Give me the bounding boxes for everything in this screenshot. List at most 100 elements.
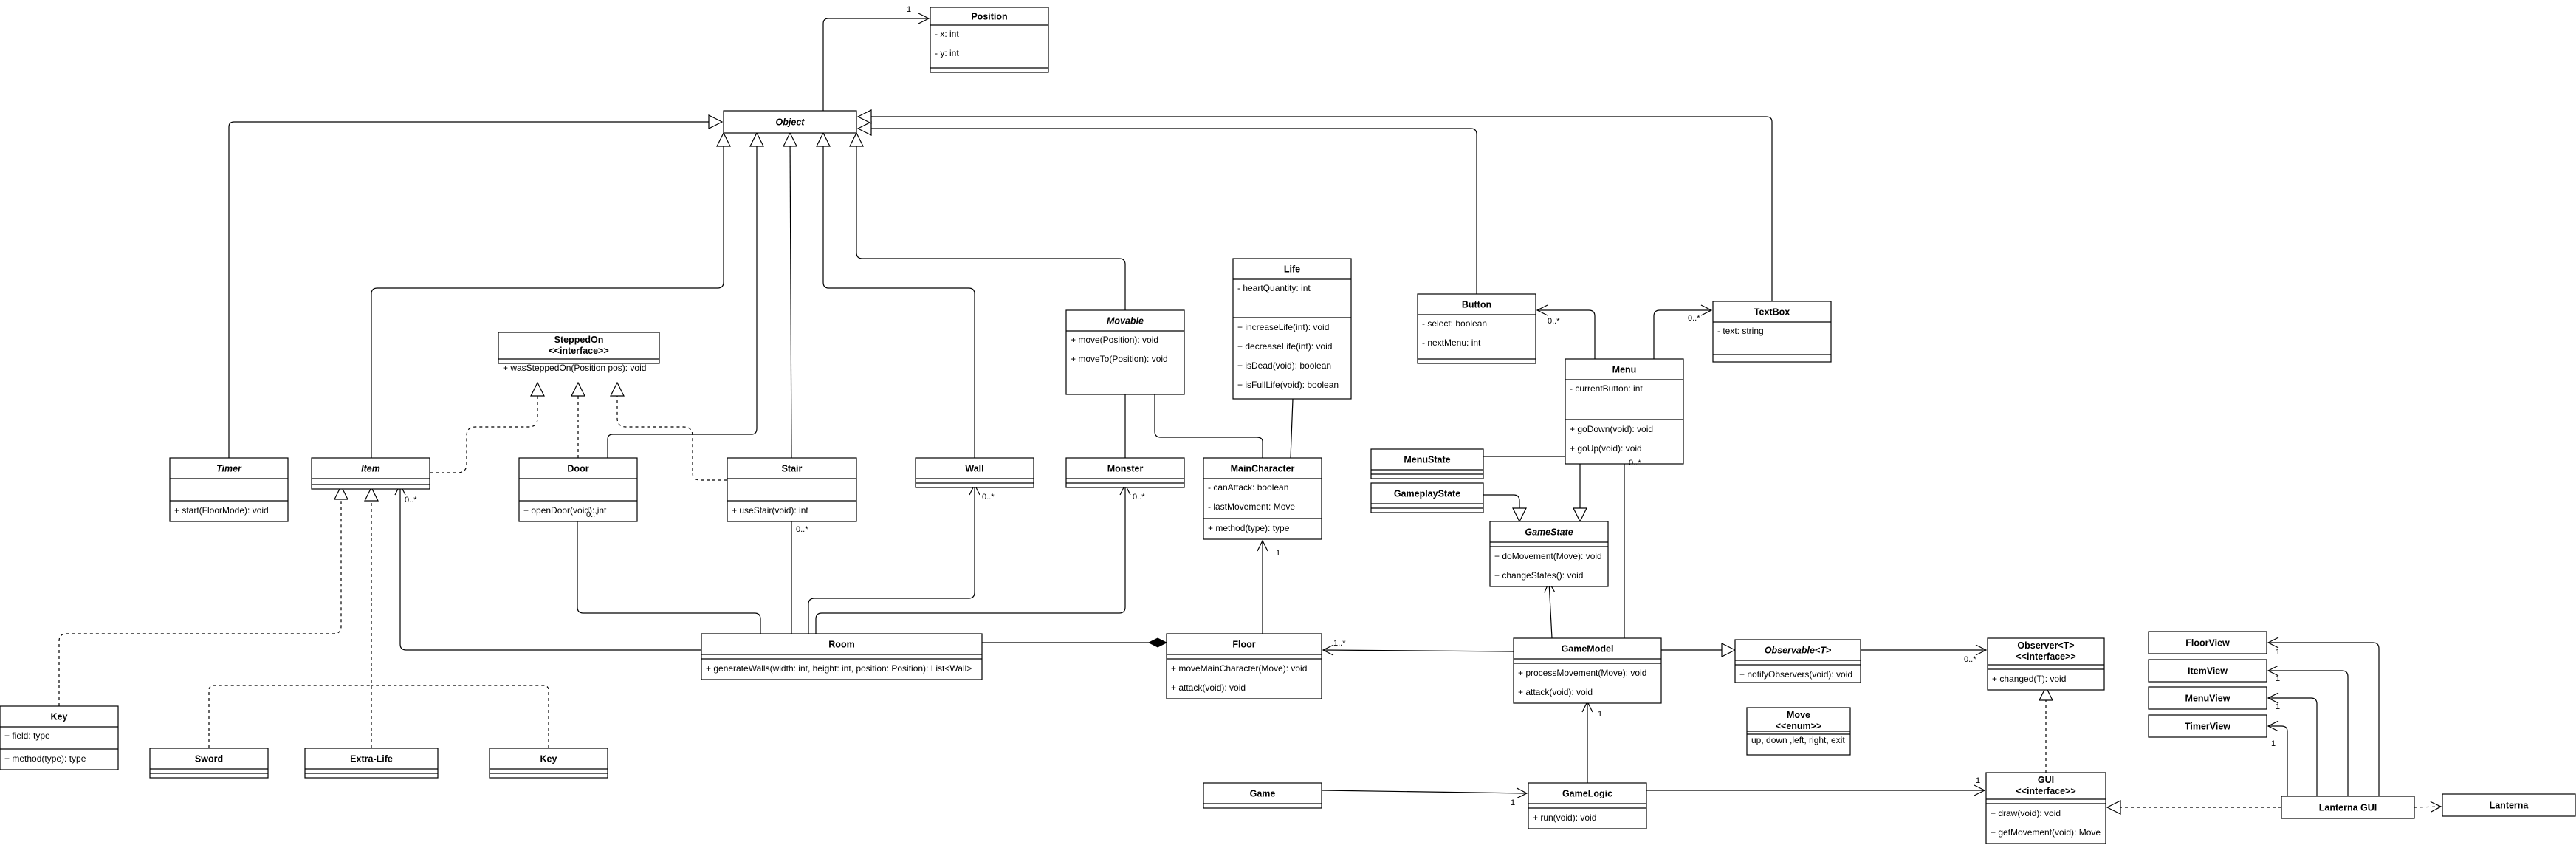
- steppedon-name: SteppedOn: [554, 335, 604, 345]
- class-gameplaystate: GameplayState: [1370, 482, 1484, 513]
- observable-method: + notifyObservers(void): void: [1739, 669, 1852, 680]
- class-object: Object: [723, 110, 857, 134]
- class-gui: GUI<<interface>>+ draw(void): void+ getM…: [1985, 772, 2106, 844]
- class-door: Door+ openDoor(void): int: [518, 457, 638, 522]
- life-method: + isFullLife(void): boolean: [1237, 380, 1339, 390]
- class-maincharacter: MainCharacter- canAttack: boolean- lastM…: [1203, 457, 1322, 540]
- life-method: + isDead(void): boolean: [1237, 360, 1331, 371]
- class-timer: Timer+ start(FloorMode): void: [169, 457, 289, 522]
- sword-implements-item-edge: [208, 685, 371, 748]
- gameplaystate-extends-gamestate-edge: [1483, 494, 1519, 521]
- gameplaystate-name: GameplayState: [1394, 489, 1460, 499]
- class-itemview: ItemView: [2148, 659, 2267, 682]
- multiplicity-label: 1: [1976, 776, 1980, 785]
- textbox-name: TextBox: [1754, 307, 1790, 318]
- itemview-name: ItemView: [2188, 666, 2228, 677]
- key2-implements-item-edge: [371, 685, 549, 748]
- class-stair: Stair+ useStair(void): int: [727, 457, 857, 522]
- floor-method: + attack(void): void: [1171, 682, 1246, 693]
- observer-stereotype: <<interface>>: [2016, 651, 2075, 662]
- gamestate-name: GameState: [1525, 527, 1573, 538]
- menuview-name: MenuView: [2185, 694, 2230, 704]
- stair-name: Stair: [782, 464, 803, 474]
- position-name: Position: [971, 12, 1007, 22]
- wall-name: Wall: [965, 464, 983, 474]
- position-attribute: - y: int: [935, 48, 959, 58]
- gui-name: GUI: [2038, 775, 2054, 785]
- observer-name: Observer<T>: [2017, 640, 2074, 651]
- movable-attribute: + move(Position): void: [1071, 335, 1158, 345]
- menu-method: + goUp(void): void: [1570, 443, 1642, 454]
- class-key2: Key: [489, 748, 608, 779]
- class-menuview: MenuView: [2148, 686, 2267, 710]
- class-observable: Observable<T>+ notifyObservers(void): vo…: [1734, 639, 1861, 683]
- multiplicity-label: 0..*: [405, 496, 417, 504]
- class-steppedon: SteppedOn<<interface>> + wasSteppedOn(Pos…: [498, 332, 660, 373]
- room-to-wall-edge: [808, 485, 975, 634]
- textbox-attribute: - text: string: [1717, 326, 1764, 336]
- class-room: Room+ generateWalls(width: int, height: …: [701, 633, 983, 680]
- steppedon-attribute: + wasSteppedOn(Position pos): void: [503, 363, 646, 373]
- object-name: Object: [776, 117, 806, 128]
- timer-name: Timer: [216, 464, 242, 474]
- movable-attribute: + moveTo(Position): void: [1071, 354, 1168, 364]
- room-to-door-edge: [577, 501, 761, 634]
- maincharacter-method: + method(type): type: [1208, 523, 1290, 533]
- stair-implements-steppedon-edge: [617, 383, 727, 481]
- move-attribute: up, down ,left, right, exit: [1751, 735, 1845, 745]
- menu-method: + goDown(void): void: [1570, 424, 1653, 434]
- life-name: Life: [1284, 264, 1300, 275]
- door-method: + openDoor(void): int: [523, 505, 607, 516]
- button-name: Button: [1462, 300, 1491, 310]
- gamemodel-name: GameModel: [1562, 644, 1614, 654]
- class-floor: Floor+ moveMainCharacter(Move): void+ at…: [1166, 633, 1322, 699]
- multiplicity-label: 1: [2276, 674, 2280, 683]
- key1-method: + method(type): type: [4, 753, 86, 764]
- maincharacter-implements-movable-edge: [1155, 374, 1263, 458]
- class-item: Item: [311, 457, 430, 490]
- multiplicity-label: 0..*: [1548, 317, 1560, 326]
- gui-stereotype: <<interface>>: [2016, 786, 2075, 796]
- relationship-lines: [58, 18, 2441, 807]
- menu-attribute: - currentButton: int: [1570, 383, 1643, 394]
- game-name: Game: [1250, 789, 1276, 799]
- key1-attribute: + field: type: [4, 731, 50, 741]
- sword-name: Sword: [195, 754, 223, 764]
- multiplicity-label: 1: [1598, 710, 1602, 719]
- multiplicity-label: 0..*: [796, 525, 808, 534]
- multiplicity-label: 0..*: [1629, 459, 1641, 468]
- gamemodel-method: + attack(void): void: [1518, 687, 1593, 697]
- multiplicity-labels: 10..*0..*0..*0..*0..*0..*0..*0..*11..*0.…: [405, 5, 2280, 807]
- gui-method: + getMovement(void): Move: [1991, 827, 2101, 838]
- class-menu: Menu- currentButton: int+ goDown(void): …: [1565, 358, 1684, 465]
- object-to-position-edge: [822, 18, 929, 111]
- class-game: Game: [1203, 782, 1322, 809]
- class-move: Move<<enum>>up, down ,left, right, exit: [1746, 707, 1851, 756]
- life-attribute: - heartQuantity: int: [1237, 283, 1311, 293]
- item-implements-steppedon-edge: [430, 383, 537, 473]
- button-attribute: - nextMenu: int: [1422, 338, 1481, 348]
- class-floorview: FloorView: [2148, 631, 2267, 654]
- class-timerview: TimerView: [2148, 714, 2267, 738]
- timerview-name: TimerView: [2185, 722, 2230, 732]
- multiplicity-label: 1: [1276, 549, 1280, 558]
- class-position: Position- x: int- y: int: [930, 7, 1049, 73]
- multiplicity-label: 0..*: [1133, 493, 1145, 502]
- multiplicity-label: 1: [2276, 648, 2280, 657]
- class-extralife: Extra-Life: [304, 748, 439, 779]
- class-monster: Monster: [1065, 457, 1185, 488]
- floorview-name: FloorView: [2185, 638, 2230, 649]
- lanternagui-name: Lanterna GUI: [2319, 803, 2377, 813]
- steppedon-stereotype: <<interface>>: [549, 346, 608, 356]
- class-button: Button - select: boolean - nextMenu: int: [1417, 293, 1536, 364]
- class-sword: Sword: [149, 748, 269, 779]
- button-attribute: - select: boolean: [1422, 318, 1487, 329]
- room-method: + generateWalls(width: int, height: int,…: [706, 663, 972, 674]
- menustate-extends-gamestate-edge: [1483, 456, 1580, 521]
- gamestate-method: + doMovement(Move): void: [1494, 551, 1602, 561]
- stair-extends-object-edge: [790, 133, 791, 459]
- wall-extends-object-edge: [823, 133, 975, 458]
- extralife-name: Extra-Life: [350, 754, 393, 764]
